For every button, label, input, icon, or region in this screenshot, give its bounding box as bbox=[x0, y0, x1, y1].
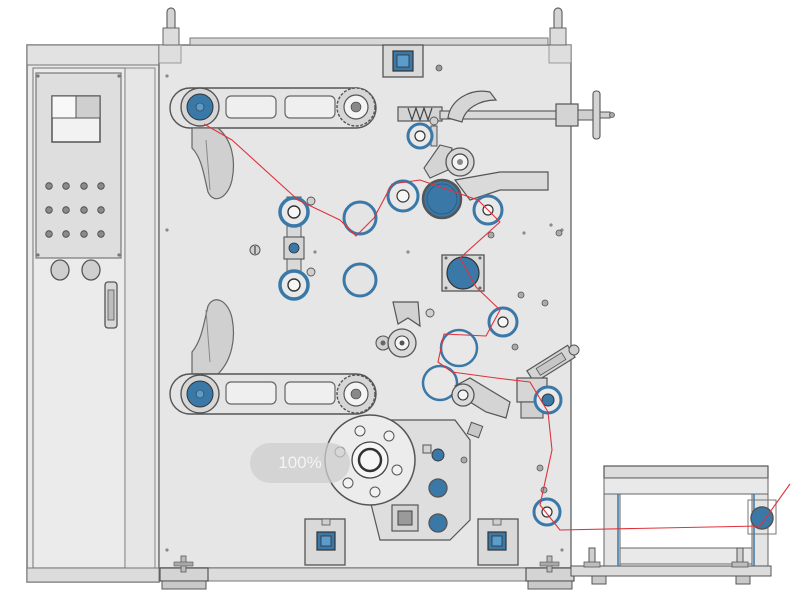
idler-roller-upper bbox=[342, 200, 378, 236]
lower-brake-bracket bbox=[191, 299, 235, 375]
lifting-lug-left bbox=[162, 7, 180, 46]
control-buttons bbox=[45, 182, 105, 238]
lower-unwind-arm bbox=[169, 373, 377, 415]
pneumatic-cylinder bbox=[516, 344, 580, 419]
tension-arm-assembly bbox=[397, 90, 615, 179]
bottom-motor-left bbox=[304, 518, 346, 566]
output-table bbox=[570, 465, 777, 585]
idler-roller-lower bbox=[342, 262, 378, 298]
bottom-motor-right bbox=[477, 518, 519, 566]
center-drive-motor bbox=[441, 254, 485, 292]
upper-unwind-arm bbox=[169, 87, 377, 129]
indicator-light-left bbox=[50, 259, 70, 281]
handwheel-icon bbox=[592, 90, 615, 140]
guide-bracket bbox=[453, 171, 549, 201]
lifting-lug-right bbox=[549, 7, 567, 46]
knife-arm bbox=[451, 377, 511, 439]
top-drive-block bbox=[382, 44, 443, 78]
web-path bbox=[203, 123, 791, 531]
control-cabinet bbox=[26, 44, 160, 583]
indicator-light-right bbox=[81, 259, 101, 281]
leveling-foot-right bbox=[525, 555, 575, 590]
rewind-assembly bbox=[324, 414, 471, 541]
slitting-knife-holder bbox=[375, 301, 435, 358]
frame-bolt bbox=[249, 244, 261, 256]
zoom-level-indicator[interactable]: 100% bbox=[250, 443, 350, 483]
leveling-foot-left bbox=[159, 555, 209, 590]
pressure-roller bbox=[421, 364, 459, 402]
upper-brake-bracket bbox=[191, 127, 235, 200]
table-foot bbox=[583, 547, 751, 585]
dancer-assembly bbox=[278, 196, 316, 301]
